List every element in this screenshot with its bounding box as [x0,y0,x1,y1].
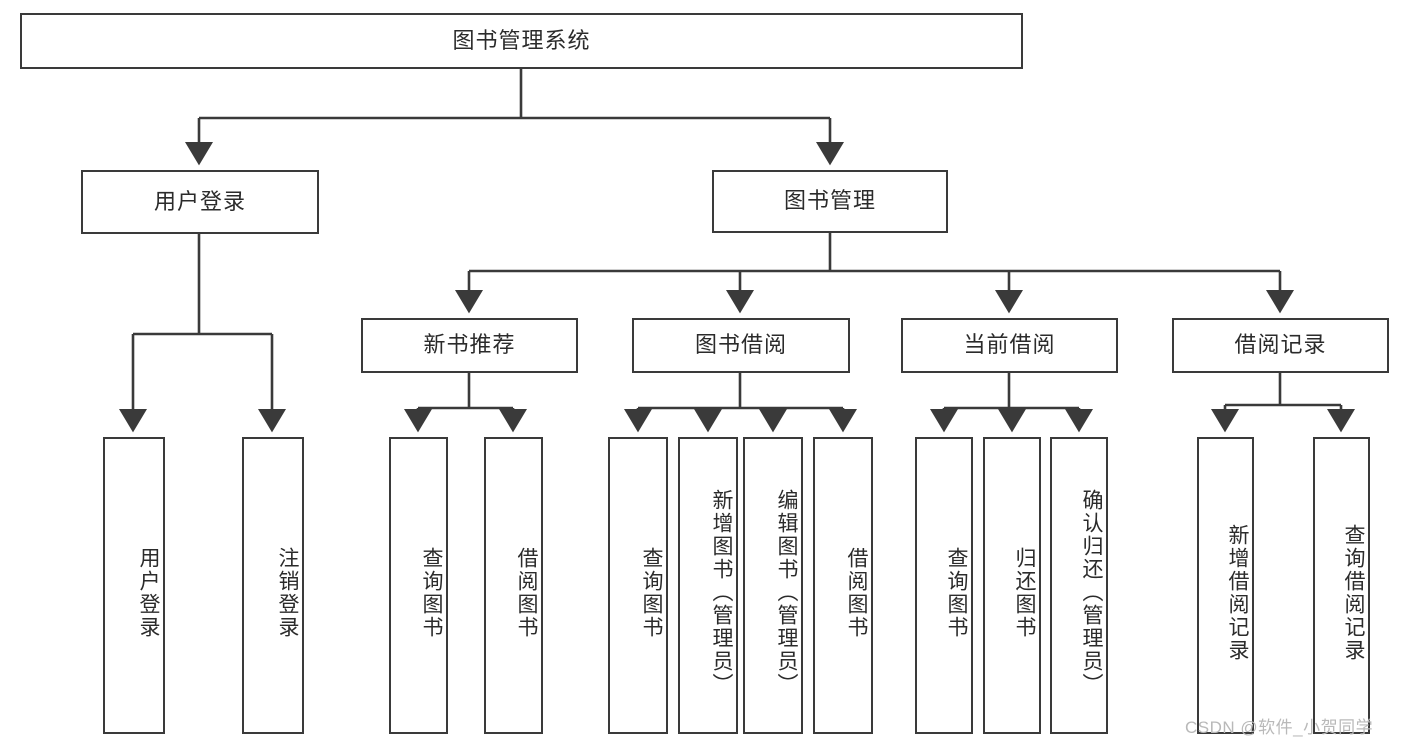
node-new-book-recommend[interactable]: 新书推荐 [361,318,578,373]
node-leaf-add-book-admin[interactable]: 新增图书（管理员） [678,437,738,734]
node-leaf-user-logout-label: 注销登录 [276,546,299,639]
node-leaf-query-book-borrow-label: 查询图书 [640,546,663,639]
node-root[interactable]: 图书管理系统 [20,13,1023,69]
node-leaf-confirm-return-admin-label: 确认归还（管理员） [1080,489,1103,696]
node-leaf-return-book[interactable]: 归还图书 [983,437,1041,734]
node-book-management[interactable]: 图书管理 [712,170,948,233]
node-book-borrow[interactable]: 图书借阅 [632,318,850,373]
node-leaf-user-login-label: 用户登录 [137,546,160,639]
node-current-borrow-label: 当前借阅 [963,332,1056,358]
node-leaf-add-borrow-record-label: 新增借阅记录 [1226,523,1249,662]
node-current-borrow[interactable]: 当前借阅 [901,318,1118,373]
node-borrow-record[interactable]: 借阅记录 [1172,318,1389,373]
node-leaf-edit-book-admin-label: 编辑图书（管理员） [775,489,798,696]
node-leaf-borrow-book-recommend[interactable]: 借阅图书 [484,437,543,734]
node-leaf-borrow-book-recommend-label: 借阅图书 [515,546,538,639]
node-user-login[interactable]: 用户登录 [81,170,319,234]
node-book-management-label: 图书管理 [783,188,876,214]
node-leaf-query-book-recommend-label: 查询图书 [420,546,443,639]
node-leaf-user-login[interactable]: 用户登录 [103,437,165,734]
node-leaf-add-borrow-record[interactable]: 新增借阅记录 [1197,437,1254,734]
node-leaf-borrow-book[interactable]: 借阅图书 [813,437,873,734]
node-leaf-user-logout[interactable]: 注销登录 [242,437,304,734]
node-leaf-query-borrow-record[interactable]: 查询借阅记录 [1313,437,1370,734]
node-leaf-add-book-admin-label: 新增图书（管理员） [710,489,733,696]
node-leaf-query-book-borrow[interactable]: 查询图书 [608,437,668,734]
node-borrow-record-label: 借阅记录 [1234,332,1327,358]
node-book-borrow-label: 图书借阅 [694,332,787,358]
node-leaf-query-book-current[interactable]: 查询图书 [915,437,973,734]
node-root-label: 图书管理系统 [452,27,591,53]
csdn-watermark: CSDN @软件_小贺同学 [1185,718,1374,737]
node-leaf-edit-book-admin[interactable]: 编辑图书（管理员） [743,437,803,734]
node-leaf-confirm-return-admin[interactable]: 确认归还（管理员） [1050,437,1108,734]
node-leaf-query-book-current-label: 查询图书 [945,546,968,639]
node-leaf-borrow-book-label: 借阅图书 [845,546,868,639]
node-user-login-label: 用户登录 [153,188,246,214]
node-leaf-query-borrow-record-label: 查询借阅记录 [1342,523,1365,662]
node-leaf-return-book-label: 归还图书 [1013,546,1036,639]
node-leaf-query-book-recommend[interactable]: 查询图书 [389,437,448,734]
node-new-book-recommend-label: 新书推荐 [423,332,516,358]
